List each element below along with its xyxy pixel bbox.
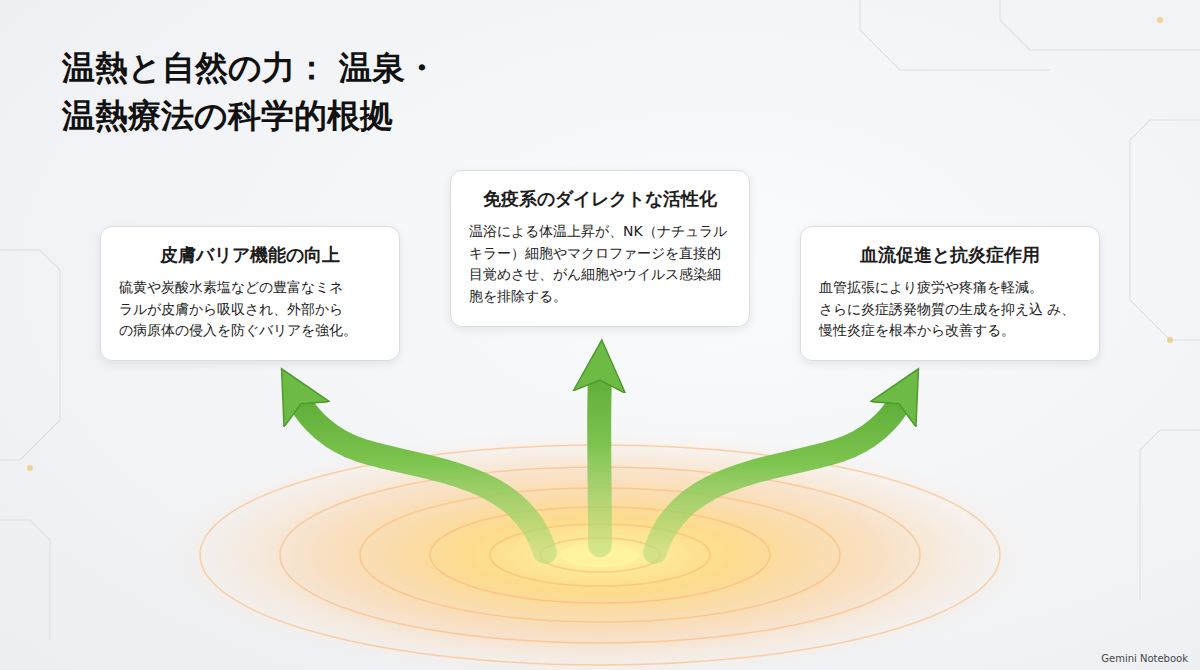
card-heading: 皮膚バリア機能の向上 <box>119 243 381 267</box>
card-heading: 血流促進と抗炎症作用 <box>819 243 1081 267</box>
slide-title: 温熱と自然の力： 温泉・温熱療法の科学的根拠 <box>62 44 682 140</box>
growth-arrows <box>300 378 900 552</box>
arrow-left <box>300 402 545 552</box>
info-card: 皮膚バリア機能の向上硫黄や炭酸水素塩などの豊富なミネ ラルが皮膚から吸収され、外… <box>100 226 400 361</box>
card-body: 血管拡張により疲労や疼痛を軽減。 さらに炎症誘発物質の生成を抑え込 み、慢性炎症… <box>819 277 1081 342</box>
watermark: Gemini Notebook <box>1101 653 1188 664</box>
card-body: 硫黄や炭酸水素塩などの豊富なミネ ラルが皮膚から吸収され、外部から の病原体の侵… <box>119 277 381 342</box>
card-body: 温浴による体温上昇が、NK（ナチュラル キラー）細胞やマクロファージを直接的 目… <box>469 221 731 308</box>
card-heading: 免疫系のダイレクトな活性化 <box>469 187 731 211</box>
info-card: 免疫系のダイレクトな活性化温浴による体温上昇が、NK（ナチュラル キラー）細胞や… <box>450 170 750 327</box>
arrow-right <box>655 402 900 552</box>
info-card: 血流促進と抗炎症作用血管拡張により疲労や疼痛を軽減。 さらに炎症誘発物質の生成を… <box>800 226 1100 361</box>
arrow-center <box>587 378 612 545</box>
